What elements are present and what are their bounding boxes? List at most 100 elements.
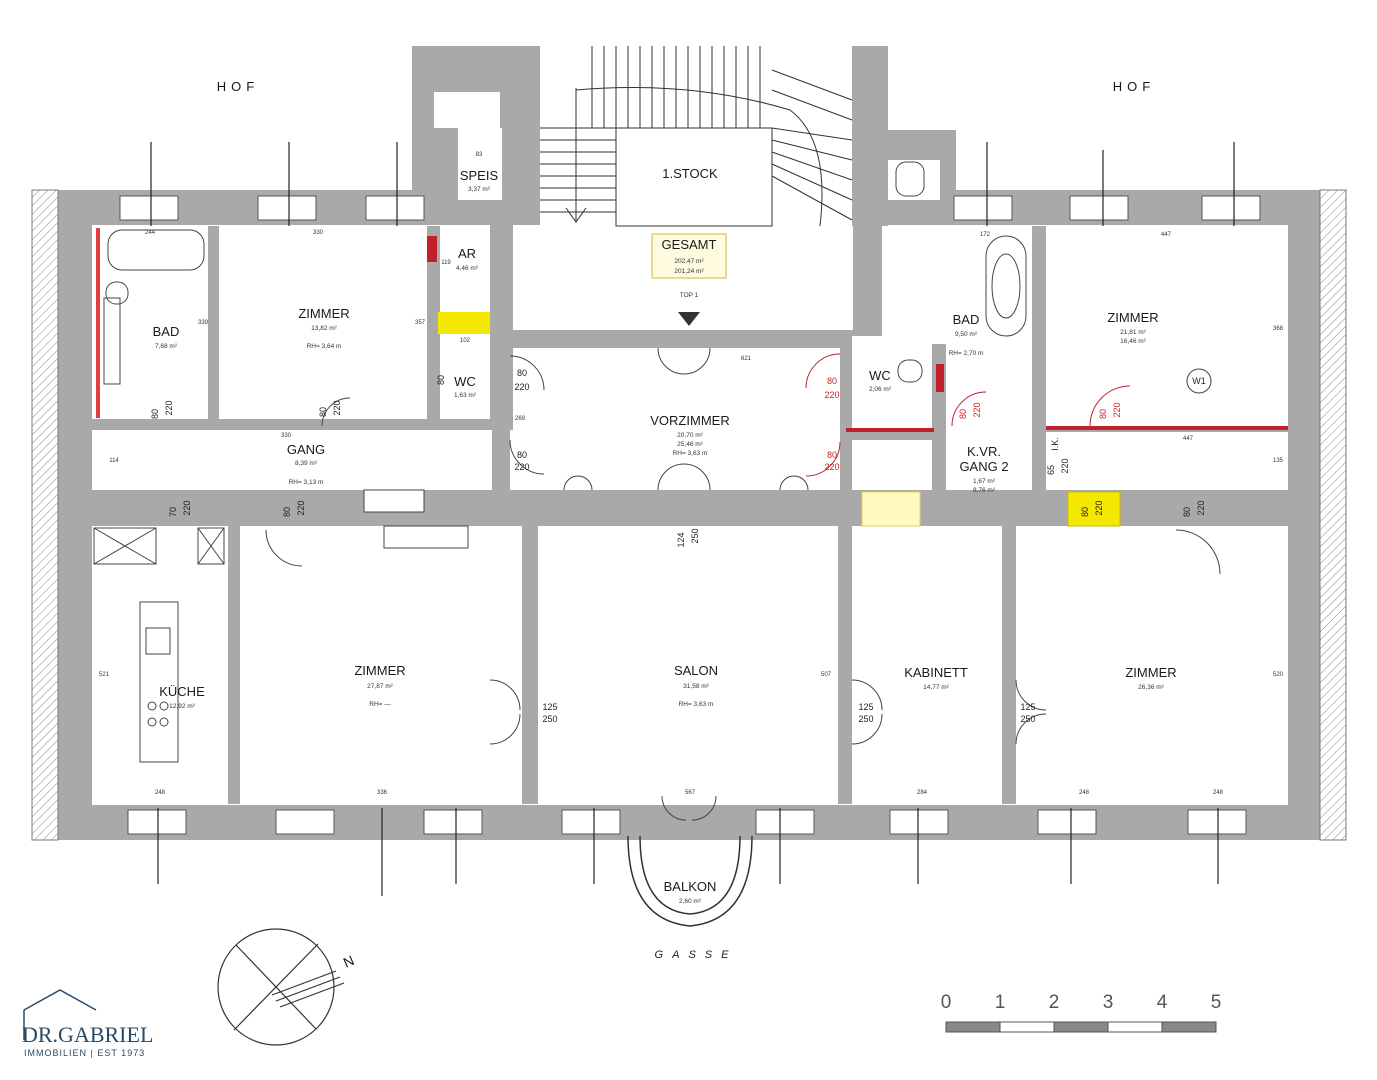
north-label: N — [341, 952, 357, 971]
room-zimmer-br-name: ZIMMER — [1125, 665, 1176, 680]
door-label: 124 — [676, 532, 686, 547]
logo: DR.GABRIEL IMMOBILIEN | EST 1973 — [22, 989, 153, 1058]
door-label: 65 — [1046, 465, 1056, 475]
scale-tick: 1 — [995, 992, 1006, 1013]
hof-left-label: HOF — [217, 79, 259, 94]
room-zimmer-tl-side: 357 — [415, 320, 426, 326]
door-label: 220 — [1112, 402, 1122, 417]
room-vorzimmer-area: 20,70 m² — [677, 432, 703, 439]
scale-tick: 0 — [941, 992, 952, 1013]
room-wc-left-area: 1,63 m² — [454, 392, 477, 399]
door-label: 220 — [164, 400, 174, 415]
room-vorzimmer-side: 269 — [515, 416, 526, 422]
door-label: 220 — [514, 462, 529, 472]
door-label: 220 — [972, 402, 982, 417]
windows — [119, 195, 1261, 835]
room-ar-area: 4,46 m² — [456, 265, 479, 272]
room-kvr-side: 135 — [1273, 458, 1284, 464]
door-label: 250 — [858, 714, 873, 724]
door-label: 125 — [1020, 702, 1035, 712]
door-label: 80 — [1098, 409, 1108, 419]
door-labels: 80 220 80 220 80 220 80 220 80 80 220 80… — [150, 368, 1206, 724]
scale-tick: 4 — [1157, 992, 1168, 1013]
room-ar-name: AR — [458, 246, 476, 261]
room-bad-right-area: 9,50 m² — [955, 331, 978, 338]
room-speis-area: 3,37 m² — [468, 186, 491, 193]
door-label: 80 — [282, 507, 292, 517]
door-label: 220 — [1196, 500, 1206, 515]
room-gang-rh: RH= 3,13 m — [289, 479, 324, 486]
room-balkon-area: 2,60 m² — [679, 898, 702, 905]
door-label: 80 — [827, 450, 837, 460]
room-salon-area: 31,58 m² — [683, 683, 709, 690]
room-kvr-area: 1,67 m² — [973, 478, 996, 485]
room-bad-right-name: BAD — [953, 312, 980, 327]
room-zimmer-bl-name: ZIMMER — [354, 663, 405, 678]
scale-tick: 3 — [1103, 992, 1114, 1013]
door-label: 220 — [332, 400, 342, 415]
door-label: 80 — [318, 407, 328, 417]
room-kueche-width: 248 — [155, 790, 166, 796]
room-zimmer-bl-area: 27,87 m² — [367, 683, 393, 690]
room-zimmer-bl-width: 336 — [377, 790, 388, 796]
fixtures — [93, 161, 1212, 763]
room-speis-name: SPEIS — [460, 168, 499, 183]
room-zimmer-tr-side: 368 — [1273, 326, 1284, 332]
compass-icon — [217, 928, 345, 1046]
room-kabinett-width: 284 — [917, 790, 928, 796]
room-kvr-name-2: GANG 2 — [959, 459, 1008, 474]
door-label: 80 — [517, 368, 527, 378]
room-zimmer-tl-rh: RH= 3,64 m — [307, 343, 342, 350]
room-kueche-name: KÜCHE — [159, 684, 205, 699]
logo-tagline: IMMOBILIEN | EST 1973 — [24, 1048, 145, 1058]
room-gang-name: GANG — [287, 442, 325, 457]
room-kabinett-name: KABINETT — [904, 665, 968, 680]
door-swings — [265, 347, 1221, 821]
room-bad-left-width: 244 — [145, 230, 156, 236]
logo-name: DR.GABRIEL — [22, 1022, 153, 1047]
door-swings-red — [805, 353, 1131, 477]
door-label: 70 — [168, 507, 178, 517]
room-salon-width: 567 — [685, 790, 696, 796]
room-zimmer-br-width-b: 248 — [1213, 790, 1224, 796]
room-bad-left-area: 7,68 m² — [155, 343, 178, 350]
room-zimmer-br-width-a: 248 — [1079, 790, 1090, 796]
room-zimmer-tr-width: 447 — [1161, 232, 1172, 238]
room-wc-right-name: WC — [869, 368, 891, 383]
door-label: 250 — [542, 714, 557, 724]
scale-bar: 0 1 2 3 4 5 — [941, 992, 1222, 1033]
section-lines — [150, 142, 1235, 896]
room-vorzimmer-area-2: 25,46 m² — [677, 441, 703, 448]
house-roof-icon — [23, 989, 97, 1011]
room-bad-left-name: BAD — [153, 324, 180, 339]
window-tag: W1 — [1192, 376, 1206, 386]
room-wc-right-area: 2,06 m² — [869, 386, 892, 393]
door-label: 220 — [182, 500, 192, 515]
room-kabinett-area: 14,77 m² — [923, 684, 949, 691]
totals-area-2: 201,24 m² — [674, 268, 704, 275]
door-label: 80 — [517, 450, 527, 460]
room-wc-left-width: 102 — [460, 338, 471, 344]
room-salon-side: 507 — [821, 672, 832, 678]
outer-walls — [31, 46, 1347, 841]
door-label: 220 — [296, 500, 306, 515]
room-bad-left-side: 339 — [198, 320, 209, 326]
door-label: 125 — [858, 702, 873, 712]
floor-label: 1.STOCK — [662, 166, 718, 181]
room-vorzimmer-name: VORZIMMER — [650, 413, 729, 428]
room-zimmer-bl-rh: RH= — — [369, 701, 391, 708]
gasse-label: GASSE — [655, 949, 738, 961]
staircase — [540, 46, 853, 227]
door-label: 80 — [827, 376, 837, 386]
balcony — [627, 835, 753, 927]
room-kvr-name: K.VR. — [967, 444, 1001, 459]
room-zimmer-tr-name: ZIMMER — [1107, 310, 1158, 325]
door-label: 250 — [690, 528, 700, 543]
room-zimmer-tl-area: 13,82 m² — [311, 325, 337, 332]
scale-tick: 5 — [1211, 992, 1222, 1013]
room-ar-side: 119 — [441, 260, 451, 266]
door-label: 220 — [514, 382, 529, 392]
room-kvr-area-2: 8,76 m² — [973, 487, 996, 494]
door-label: 220 — [824, 462, 839, 472]
room-gang-width: 330 — [281, 433, 292, 439]
